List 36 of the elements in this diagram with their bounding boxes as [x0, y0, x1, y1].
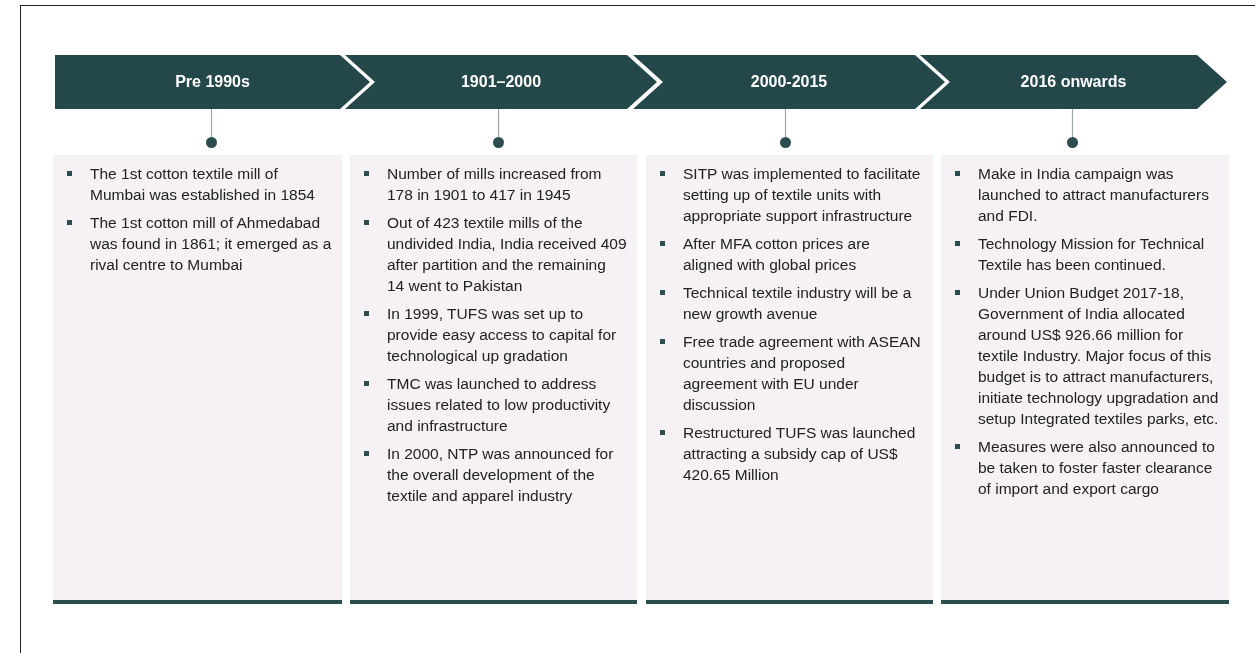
bullet-text: Measures were also announced to be taken to foster faster clearance of import and export cargo [953, 436, 1219, 499]
timeline-dot [493, 137, 504, 148]
bullet-text: The 1st cotton textile mill of Mumbai was established in 1854 [65, 163, 332, 205]
text-panel [350, 155, 637, 604]
bullet-text: SITP was implemented to facilitate setting up of textile units with appropriate support infrastructure [658, 163, 923, 226]
bullet-text: In 1999, TUFS was set up to provide easy access to capital for technological up gradation [362, 303, 627, 366]
chevron-banner [633, 55, 945, 109]
period-label: 2016 onwards [1020, 73, 1127, 91]
bullet-text: Under Union Budget 2017-18, Government of India allocated around US$ 926.66 million for textile Industry. Major focus of this budget is to attract manufacturers, initiate technology upgradation and setup Integrated textiles parks, etc. [953, 282, 1219, 429]
bullet-text: Technical textile industry will be a new growth avenue [658, 282, 923, 324]
bullet-text: Make in India campaign was launched to attract manufacturers and FDI. [953, 163, 1219, 226]
period-label: 1901–2000 [460, 73, 542, 91]
bullet-text: In 2000, NTP was announced for the overall development of the textile and apparel industry [362, 443, 627, 506]
timeline-dot [780, 137, 791, 148]
timeline-dot [1067, 137, 1078, 148]
connector-line [497, 108, 500, 138]
chevron-banner [345, 55, 657, 109]
bullet-text: Restructured TUFS was launched attracting a subsidy cap of US$ 420.65 Million [658, 422, 923, 485]
chevron-banner [920, 55, 1227, 109]
text-panel [941, 155, 1229, 604]
bullet-text: After MFA cotton prices are aligned with global prices [658, 233, 923, 275]
bullet-text: Out of 423 textile mills of the undivided India, India received 409 after partition and the remaining 14 went to Pakistan [362, 212, 627, 296]
timeline-dot [206, 137, 217, 148]
chevron-banner [55, 55, 370, 109]
bullet-text: Free trade agreement with ASEAN countries and proposed agreement with EU under discussion [658, 331, 923, 415]
connector-line [784, 108, 787, 138]
period-label: Pre 1990s [175, 73, 250, 91]
bullet-text: The 1st cotton mill of Ahmedabad was found in 1861; it emerged as a rival centre to Mumbai [65, 212, 332, 275]
bullet-text: Number of mills increased from 178 in 1901 to 417 in 1945 [362, 163, 627, 205]
bullet-text: TMC was launched to address issues related to low productivity and infrastructure [362, 373, 627, 436]
connector-line [1071, 108, 1074, 138]
text-panel [53, 155, 342, 604]
bullet-text: Technology Mission for Technical Textile has been continued. [953, 233, 1219, 275]
connector-line [210, 108, 213, 138]
text-panel [646, 155, 933, 604]
period-label: 2000-2015 [750, 73, 828, 91]
